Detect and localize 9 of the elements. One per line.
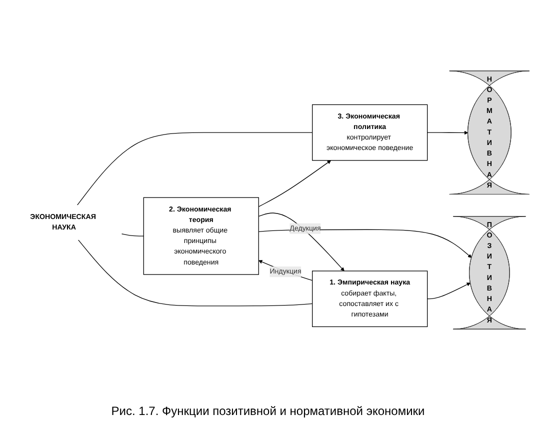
figure-caption: Рис. 1.7. Функции позитивной и нормативной экономики [111,403,425,420]
arrow [258,260,313,281]
arrow [427,282,471,300]
arrow [258,160,332,207]
connector [78,239,313,306]
connector [121,234,144,236]
connector [76,132,313,206]
arrow [258,212,344,272]
arrow [427,130,468,135]
